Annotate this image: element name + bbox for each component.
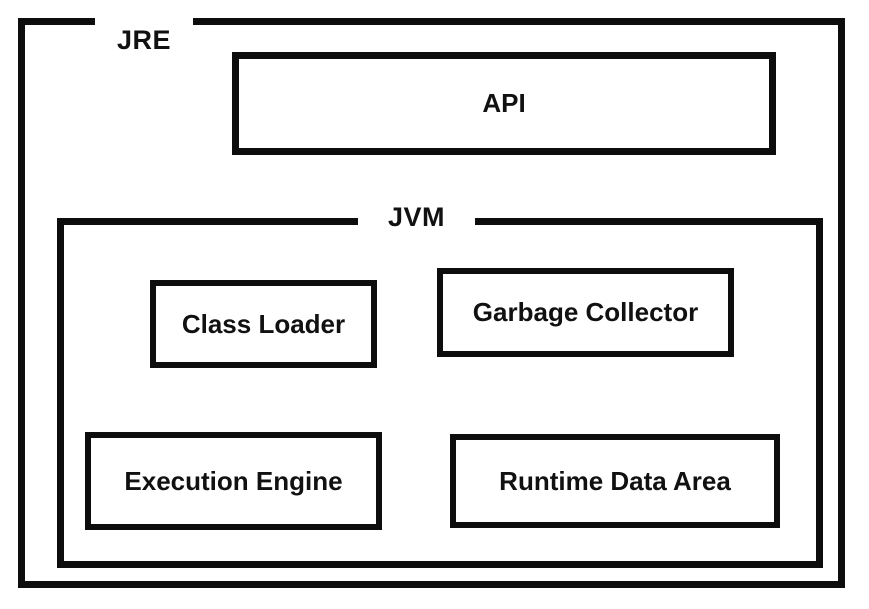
runtime-data-area-box: Runtime Data Area (450, 434, 780, 528)
api-box: API (232, 52, 776, 155)
garbage-collector-label: Garbage Collector (472, 297, 699, 327)
execution-engine-label: Execution Engine (124, 465, 343, 496)
jre-container-box: JRE API JVM Class Loader Garbage Collect… (18, 18, 845, 588)
jvm-label: JVM (358, 202, 475, 232)
jvm-container-box: JVM Class Loader Garbage Collector Execu… (57, 202, 823, 568)
api-label: API (482, 88, 526, 118)
execution-engine-box: Execution Engine (85, 432, 382, 530)
class-loader-box: Class Loader (150, 280, 377, 368)
runtime-data-area-label: Runtime Data Area (499, 465, 731, 496)
jre-label: JRE (95, 18, 193, 56)
class-loader-label: Class Loader (181, 308, 346, 339)
garbage-collector-box: Garbage Collector (437, 268, 734, 357)
